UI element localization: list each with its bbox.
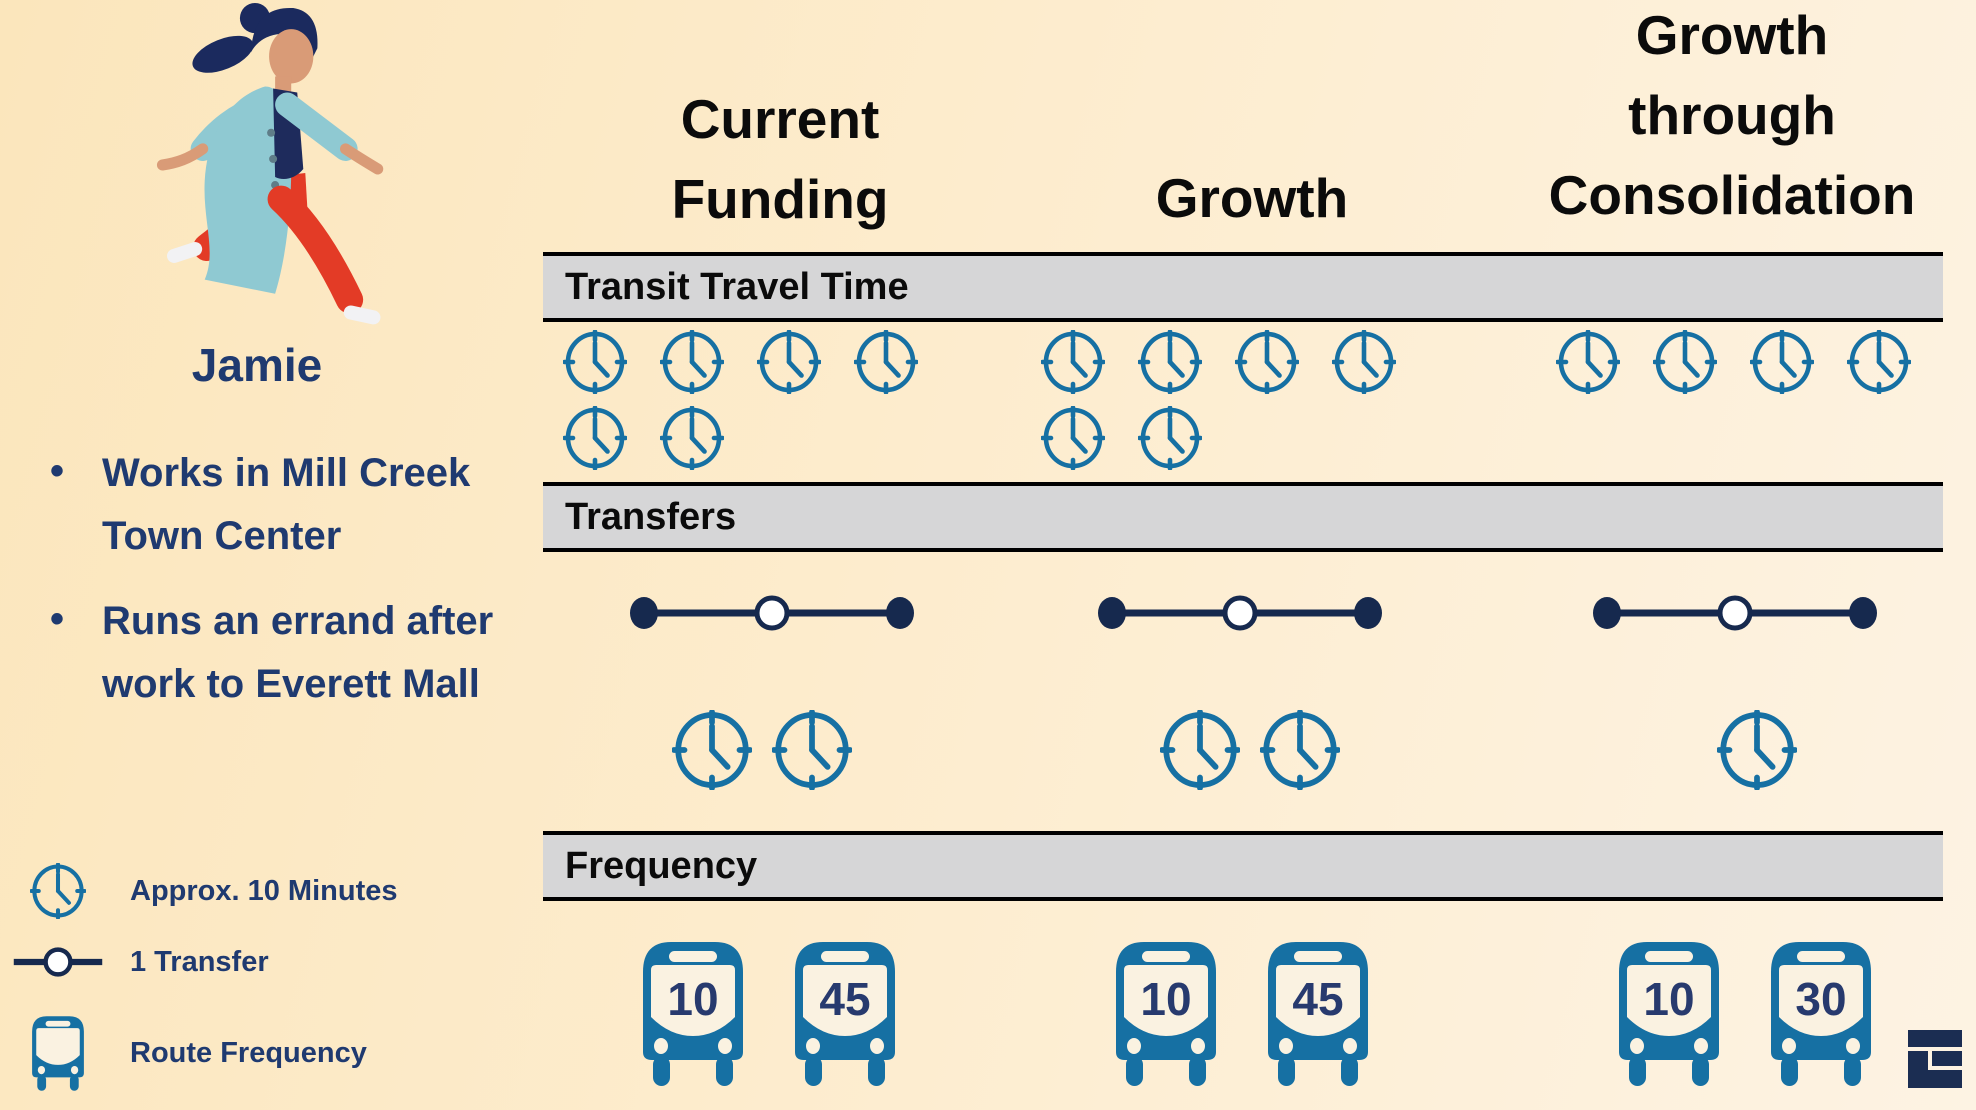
agency-logo <box>1908 1030 1962 1088</box>
clock-icon <box>659 405 725 471</box>
section-bar-frequency: Frequency <box>543 831 1943 901</box>
clock-icon <box>1040 405 1106 471</box>
legend-label: Route Frequency <box>130 1036 367 1069</box>
transfer-glyph-consolidation <box>1590 590 1880 636</box>
persona-bullet: Works in Mill Creek Town Center <box>36 440 541 568</box>
wait-clocks-current-funding <box>671 709 872 791</box>
persona-name: Jamie <box>191 339 323 391</box>
persona-bullet-list: Works in Mill Creek Town Center Runs an … <box>36 440 541 738</box>
clock-icon <box>671 709 753 791</box>
legend-label: Approx. 10 Minutes <box>130 874 398 907</box>
clock-icon <box>1331 329 1397 395</box>
transfer-glyph-growth <box>1095 590 1385 636</box>
clock-icon <box>771 709 853 791</box>
section-label: Frequency <box>565 845 758 887</box>
legend-row-travel-time: Approx. 10 Minutes <box>12 862 398 920</box>
clock-icon <box>1846 329 1912 395</box>
clock-icon <box>659 329 725 395</box>
svg-text:30: 30 <box>1795 973 1846 1025</box>
column-header-growth-through-consolidation: Growth through Consolidation <box>1548 4 1916 226</box>
bus-icon: 45 <box>1262 938 1374 1093</box>
clock-icon <box>1716 709 1798 791</box>
bus-icon <box>12 1014 104 1092</box>
wait-clocks-consolidation <box>1716 709 1817 791</box>
bus-icon: 30 <box>1765 938 1877 1093</box>
clock-icon <box>12 863 104 919</box>
section-label: Transit Travel Time <box>565 266 909 308</box>
clock-icon <box>562 329 628 395</box>
svg-text:10: 10 <box>1643 973 1694 1025</box>
section-label: Transfers <box>565 496 737 538</box>
persona-illustration <box>100 0 410 342</box>
clock-icon <box>756 329 822 395</box>
travel-time-clocks-growth <box>1040 329 1431 482</box>
svg-text:45: 45 <box>1292 973 1343 1025</box>
clock-icon <box>1137 405 1203 471</box>
clock-icon <box>1259 709 1341 791</box>
svg-text:10: 10 <box>667 973 718 1025</box>
section-bar-transit-travel-time: Transit Travel Time <box>543 252 1943 322</box>
bus-row-growth: 10 45 <box>1110 938 1374 1093</box>
bus-icon: 10 <box>1110 938 1222 1093</box>
bus-row-consolidation: 10 30 <box>1613 938 1877 1093</box>
travel-time-clocks-current-funding <box>562 329 953 482</box>
column-header-growth: Growth <box>1155 167 1349 229</box>
bus-icon: 45 <box>789 938 901 1093</box>
svg-text:10: 10 <box>1140 973 1191 1025</box>
bus-icon: 10 <box>637 938 749 1093</box>
svg-text:45: 45 <box>819 973 870 1025</box>
travel-time-clocks-consolidation <box>1555 329 1946 406</box>
legend-row-frequency: Route Frequency <box>12 1008 367 1098</box>
walking-person-illustration <box>156 3 384 325</box>
transfer-icon <box>12 943 104 981</box>
bus-icon: 10 <box>1613 938 1725 1093</box>
column-header-current-funding: Current Funding <box>671 88 889 230</box>
persona-bullet: Runs an errand after work to Everett Mal… <box>36 588 541 716</box>
clock-icon <box>1749 329 1815 395</box>
clock-icon <box>1159 709 1241 791</box>
clock-icon <box>853 329 919 395</box>
wait-clocks-growth <box>1159 709 1360 791</box>
clock-icon <box>1137 329 1203 395</box>
clock-icon <box>1555 329 1621 395</box>
legend-label: 1 Transfer <box>130 945 269 978</box>
bus-row-current-funding: 10 45 <box>637 938 901 1093</box>
clock-icon <box>1040 329 1106 395</box>
legend-row-transfer: 1 Transfer <box>12 940 269 984</box>
transfer-glyph-current-funding <box>627 590 917 636</box>
section-bar-transfers: Transfers <box>543 482 1943 552</box>
clock-icon <box>1652 329 1718 395</box>
clock-icon <box>562 405 628 471</box>
clock-icon <box>1234 329 1300 395</box>
